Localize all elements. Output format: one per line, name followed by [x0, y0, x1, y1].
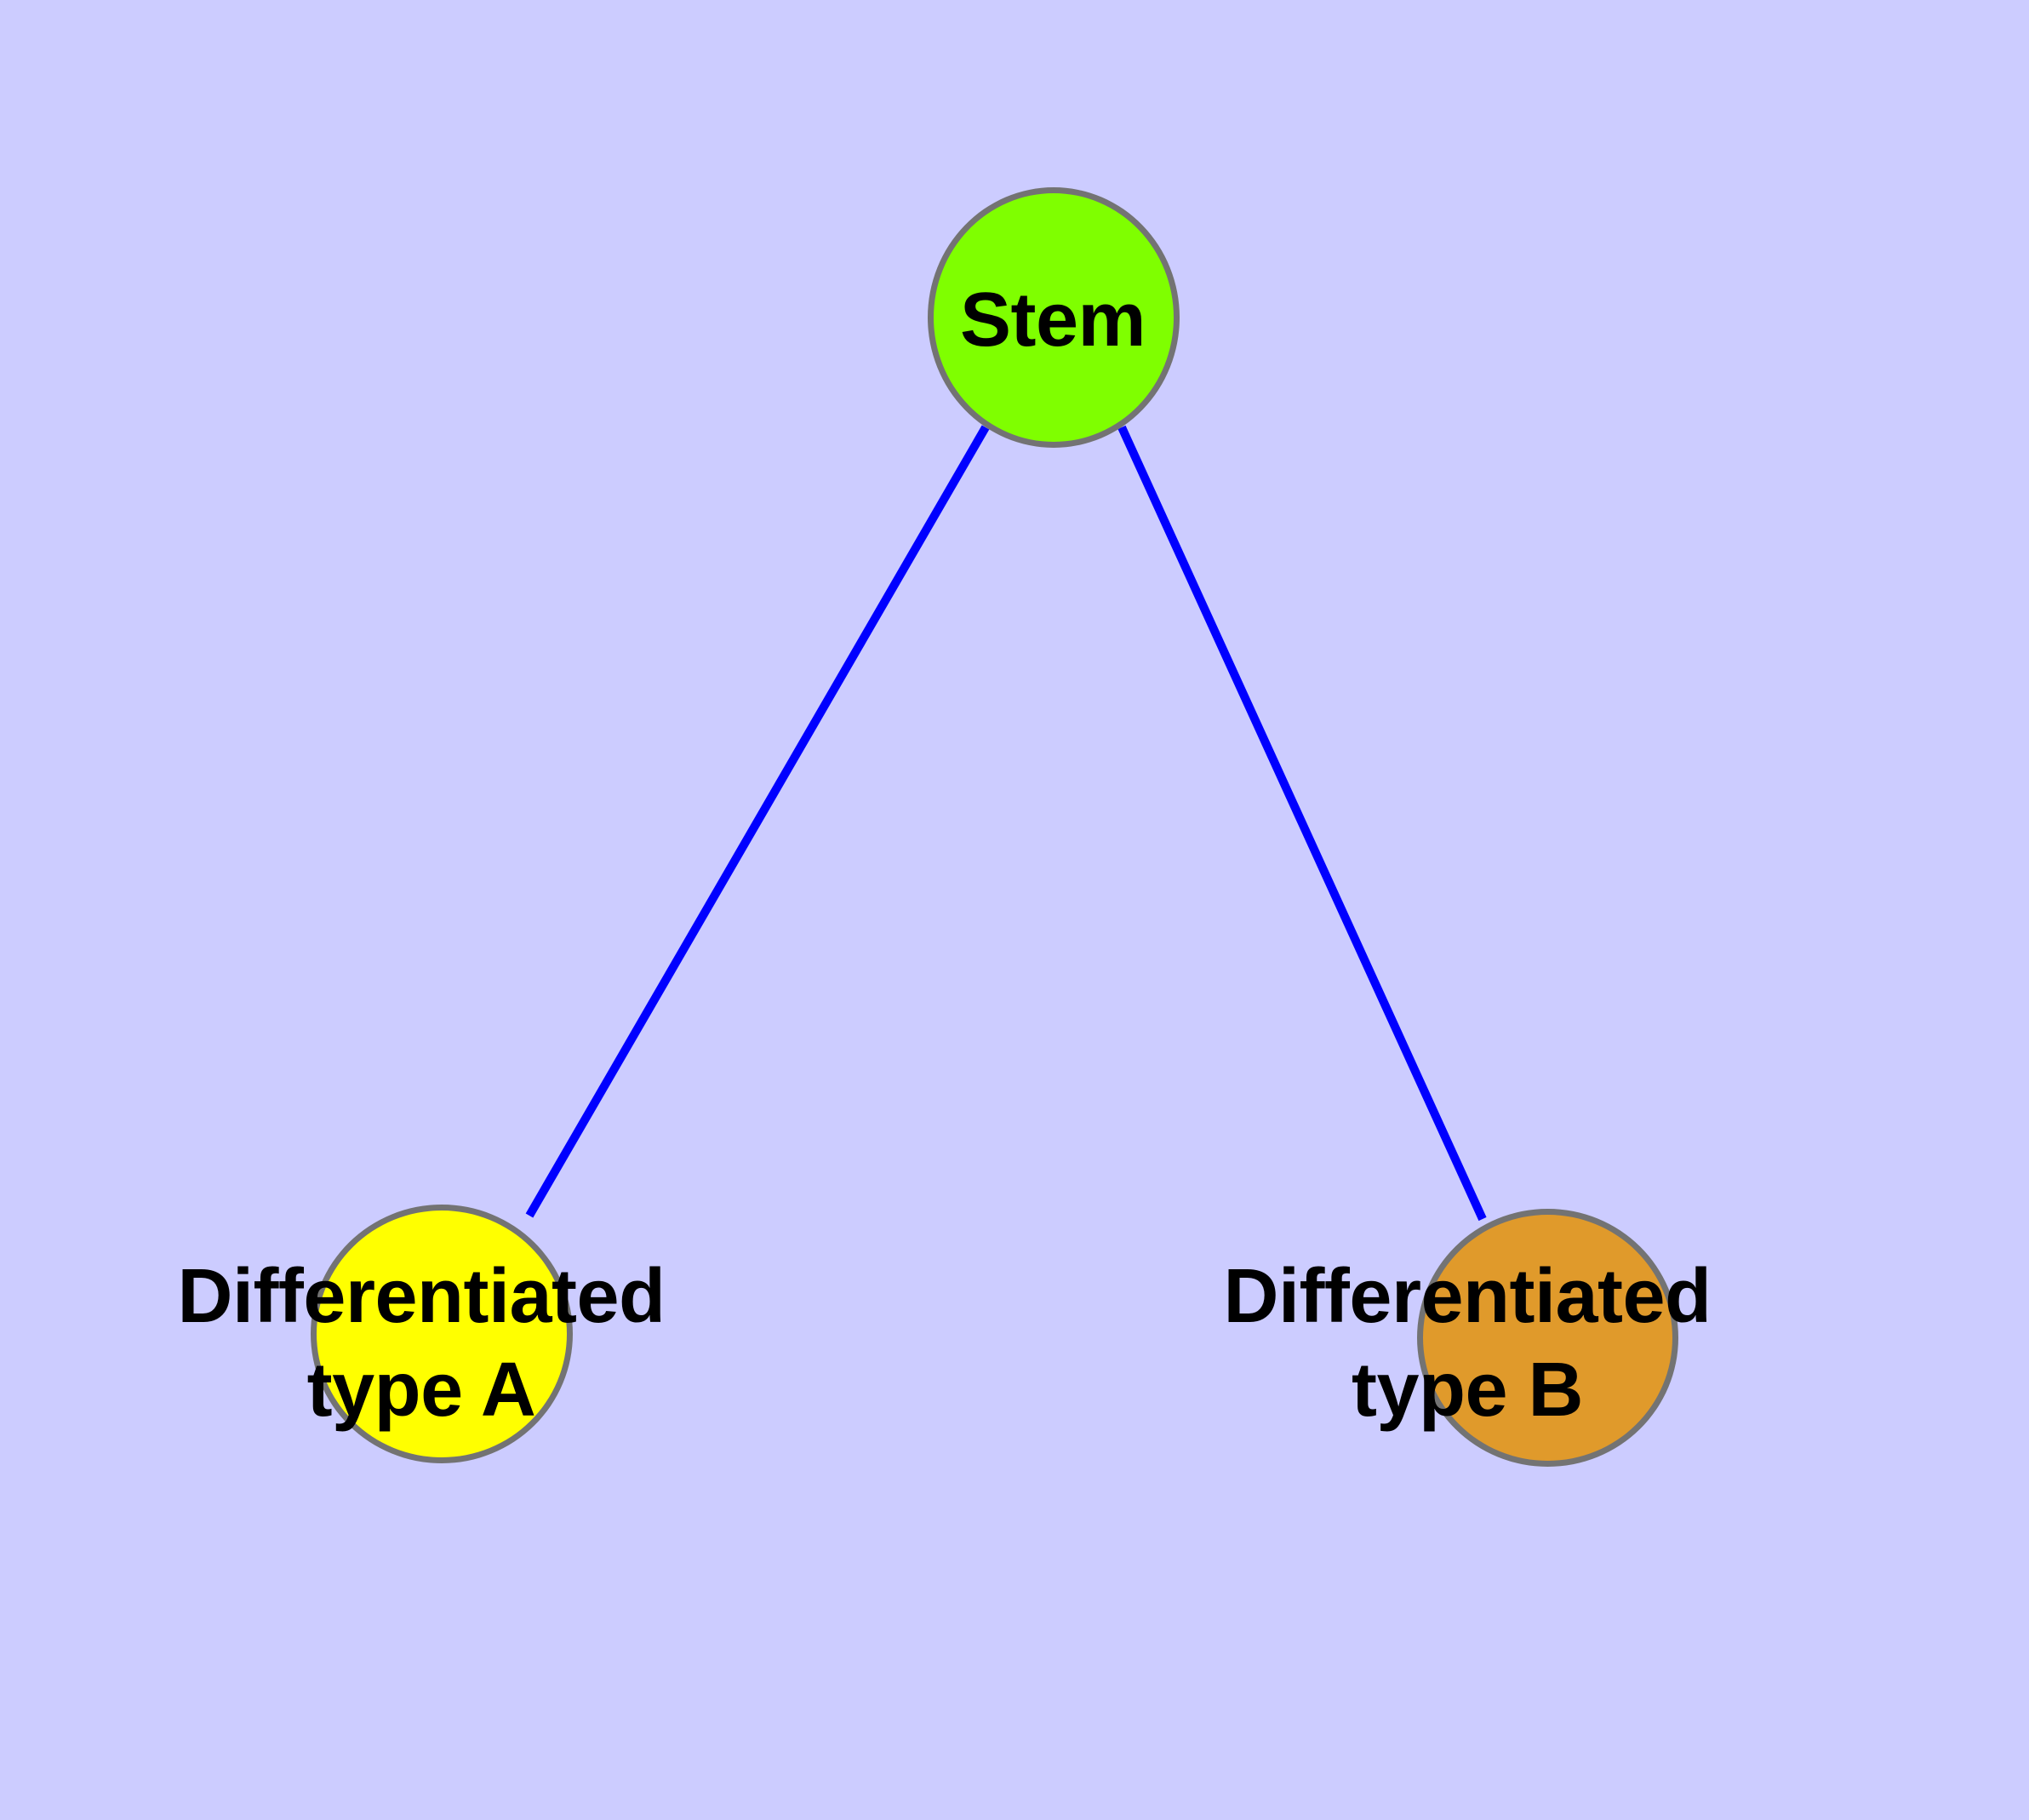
node-differentiated-type-b[interactable] [1417, 1209, 1678, 1467]
node-stem[interactable] [928, 187, 1180, 448]
edge-stem-to-differentiated-b [1117, 425, 1487, 1222]
node-differentiated-type-a[interactable] [311, 1205, 573, 1463]
edge-stem-to-differentiated-a [525, 425, 990, 1218]
